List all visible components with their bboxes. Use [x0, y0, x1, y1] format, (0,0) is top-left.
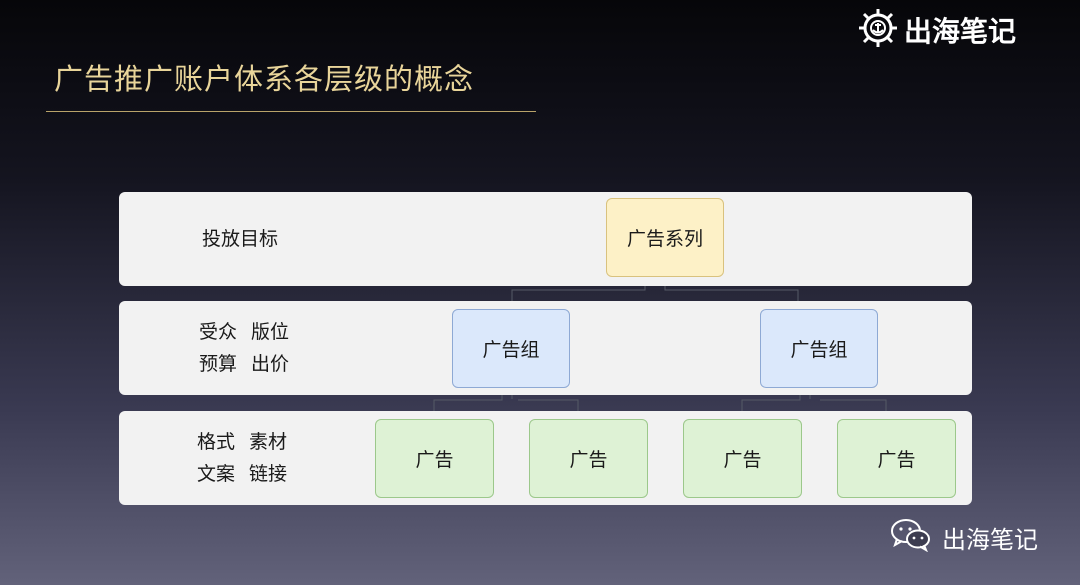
node-ad-1: 广告: [375, 419, 494, 498]
label-audience: 受众: [199, 321, 238, 343]
label-format: 格式: [197, 431, 236, 453]
wechat-icon: [890, 518, 932, 556]
level-panel-campaign: 投放目标: [119, 192, 972, 286]
helm-anchor-icon: [858, 8, 898, 52]
node-ad-2: 广告: [529, 419, 648, 498]
title-underline: [46, 111, 536, 112]
level-label-adgroup: 受众 版位 预算 出价: [199, 301, 289, 395]
node-adgroup-1: 广告组: [452, 309, 570, 388]
label-bid: 出价: [251, 353, 290, 375]
brand-footer: 出海笔记: [890, 518, 1038, 556]
brand-footer-name: 出海笔记: [942, 525, 1038, 554]
level-label-ad: 格式 素材 文案 链接: [197, 411, 287, 505]
label-budget: 预算: [199, 353, 238, 375]
node-adgroup-2: 广告组: [760, 309, 878, 388]
level-label-campaign: 投放目标: [202, 192, 278, 286]
slide-title: 广告推广账户体系各层级的概念: [54, 62, 475, 96]
label-copy: 文案: [197, 463, 236, 485]
brand-name: 出海笔记: [904, 15, 1017, 48]
brand-logo: 出海笔记: [858, 8, 1016, 52]
label-placement: 版位: [251, 321, 290, 343]
node-ad-3: 广告: [683, 419, 802, 498]
label-objective: 投放目标: [202, 228, 279, 250]
label-creative: 素材: [249, 431, 288, 453]
node-campaign: 广告系列: [606, 198, 724, 277]
label-link: 链接: [249, 463, 288, 485]
node-ad-4: 广告: [837, 419, 956, 498]
